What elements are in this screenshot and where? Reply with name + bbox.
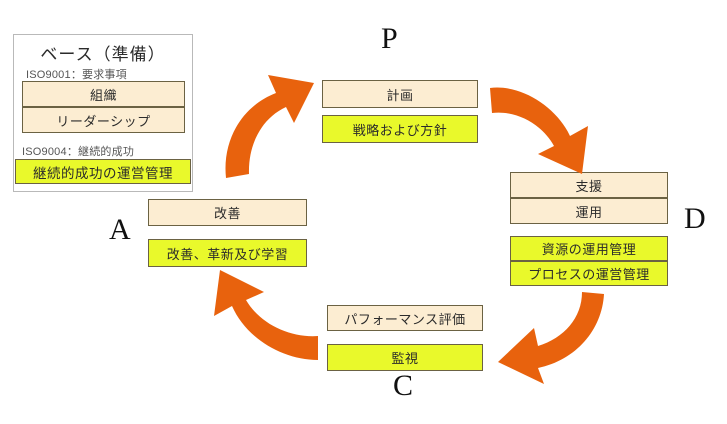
arrow-plan-to-do [490,87,588,174]
letter-d: D [684,202,706,235]
do-box-operation: 運用 [510,198,668,224]
base-panel-title: ベース（準備） [40,45,166,64]
do-box-support: 支援 [510,172,668,198]
check-box-monitoring: 監視 [327,344,483,371]
do-box-process-management: プロセスの運営管理 [510,261,668,286]
letter-c: C [393,369,414,402]
iso9004-label: ISO9004：継続的成功 [22,146,135,158]
base-box-leadership: リーダーシップ [22,107,185,133]
arrow-do-to-check [498,292,604,384]
act-box-improvement-innovation-learning: 改善、革新及び学習 [148,239,307,267]
act-box-improvement: 改善 [148,199,307,226]
letter-a: A [109,213,131,246]
iso9001-label: ISO9001：要求事項 [26,69,127,81]
arrow-check-to-act [214,270,318,360]
check-box-performance-evaluation: パフォーマンス評価 [327,305,483,331]
letter-p: P [381,22,398,55]
arrow-act-to-plan [225,75,314,178]
base-box-organization: 組織 [22,81,185,107]
plan-box-keikaku: 計画 [322,80,478,108]
do-box-resource-management: 資源の運用管理 [510,236,668,261]
plan-box-strategy-policy: 戦略および方針 [322,115,478,143]
base-box-sustained-success-management: 継続的成功の運営管理 [15,159,191,184]
